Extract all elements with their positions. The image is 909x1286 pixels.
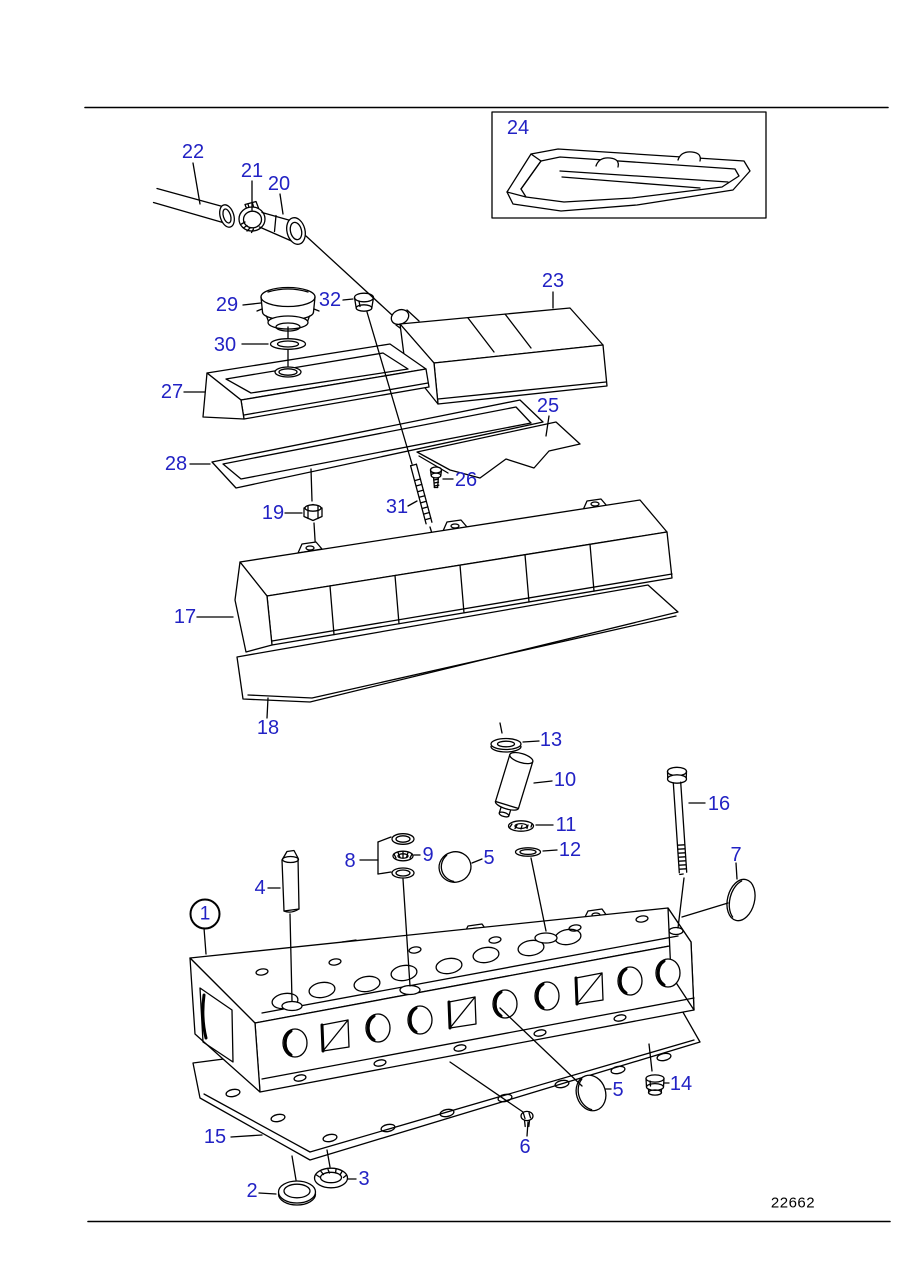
callout-29: 29 <box>215 294 239 316</box>
callout-6: 6 <box>519 1136 531 1158</box>
callout-30: 30 <box>213 334 237 356</box>
washer-11 <box>507 820 535 832</box>
hose-clamp-21 <box>238 200 266 234</box>
bolt-16 <box>666 766 688 876</box>
head-ports <box>282 958 681 1058</box>
callout-17: 17 <box>173 606 197 628</box>
callout-15: 15 <box>203 1126 227 1148</box>
callout-32: 32 <box>318 289 342 311</box>
frame-rules <box>84 106 891 1223</box>
callout-19: 19 <box>261 502 285 524</box>
valve-guide-4 <box>281 849 300 913</box>
washer-13 <box>490 737 522 753</box>
callout-28: 28 <box>164 453 188 475</box>
breather-hose-22 <box>152 187 235 228</box>
callout-27: 27 <box>160 381 184 403</box>
filler-cap-seal-30 <box>269 338 307 350</box>
end-plate-25 <box>416 421 581 479</box>
inset-box-part-24 <box>491 111 767 219</box>
callout-9: 9 <box>422 844 434 866</box>
connector-pipe-20 <box>258 211 306 245</box>
valve-cover-23 <box>390 307 608 405</box>
nut-19 <box>303 468 323 557</box>
callout-11: 11 <box>555 814 577 836</box>
callout-4: 4 <box>254 877 266 899</box>
screw-26 <box>429 466 443 489</box>
cylinder-head-1 <box>189 907 695 1093</box>
camshaft-housing-17 <box>234 498 673 653</box>
callout-20: 20 <box>267 173 291 195</box>
callout-1: 1 <box>189 898 221 930</box>
valve-cover-27 <box>202 343 430 420</box>
callout-25: 25 <box>536 395 560 417</box>
callout-10: 10 <box>553 769 577 791</box>
core-plug-5-lower <box>575 1074 607 1112</box>
callout-13: 13 <box>539 729 563 751</box>
leader-lines <box>183 162 738 1195</box>
callout-31: 31 <box>385 496 409 518</box>
housing-gasket-18 <box>236 584 679 703</box>
plug-14 <box>645 1074 665 1096</box>
callout-14: 14 <box>669 1073 693 1095</box>
seal-rings-8-9 <box>391 833 415 879</box>
sealing-ring-2 <box>277 1180 317 1206</box>
drawing-number: 22662 <box>770 1194 816 1212</box>
callout-8: 8 <box>344 850 356 872</box>
callout-3: 3 <box>358 1168 370 1190</box>
tappet-10 <box>494 751 534 818</box>
callout-22: 22 <box>181 141 205 163</box>
callout-21: 21 <box>240 160 264 182</box>
head-gasket-15 <box>192 999 701 1161</box>
callout-18: 18 <box>256 717 280 739</box>
cover-gasket-28 <box>211 399 544 489</box>
pin-6 <box>520 1110 534 1128</box>
callout-2: 2 <box>246 1180 258 1202</box>
core-plug-5-upper <box>438 851 472 883</box>
plug-32 <box>353 292 375 312</box>
callout-7: 7 <box>730 844 742 866</box>
callout-12: 12 <box>558 839 582 861</box>
callout-26: 26 <box>454 469 478 491</box>
callout-24: 24 <box>506 117 530 139</box>
callout-23: 23 <box>541 270 565 292</box>
oil-filler-cap-29 <box>256 286 320 332</box>
callout-16: 16 <box>707 793 731 815</box>
callout-5-upper: 5 <box>483 847 495 869</box>
sealing-ring-3 <box>313 1167 349 1189</box>
oval-plug-7 <box>726 878 756 922</box>
callout-5-lower: 5 <box>612 1079 624 1101</box>
seal-ring-12 <box>514 847 542 857</box>
